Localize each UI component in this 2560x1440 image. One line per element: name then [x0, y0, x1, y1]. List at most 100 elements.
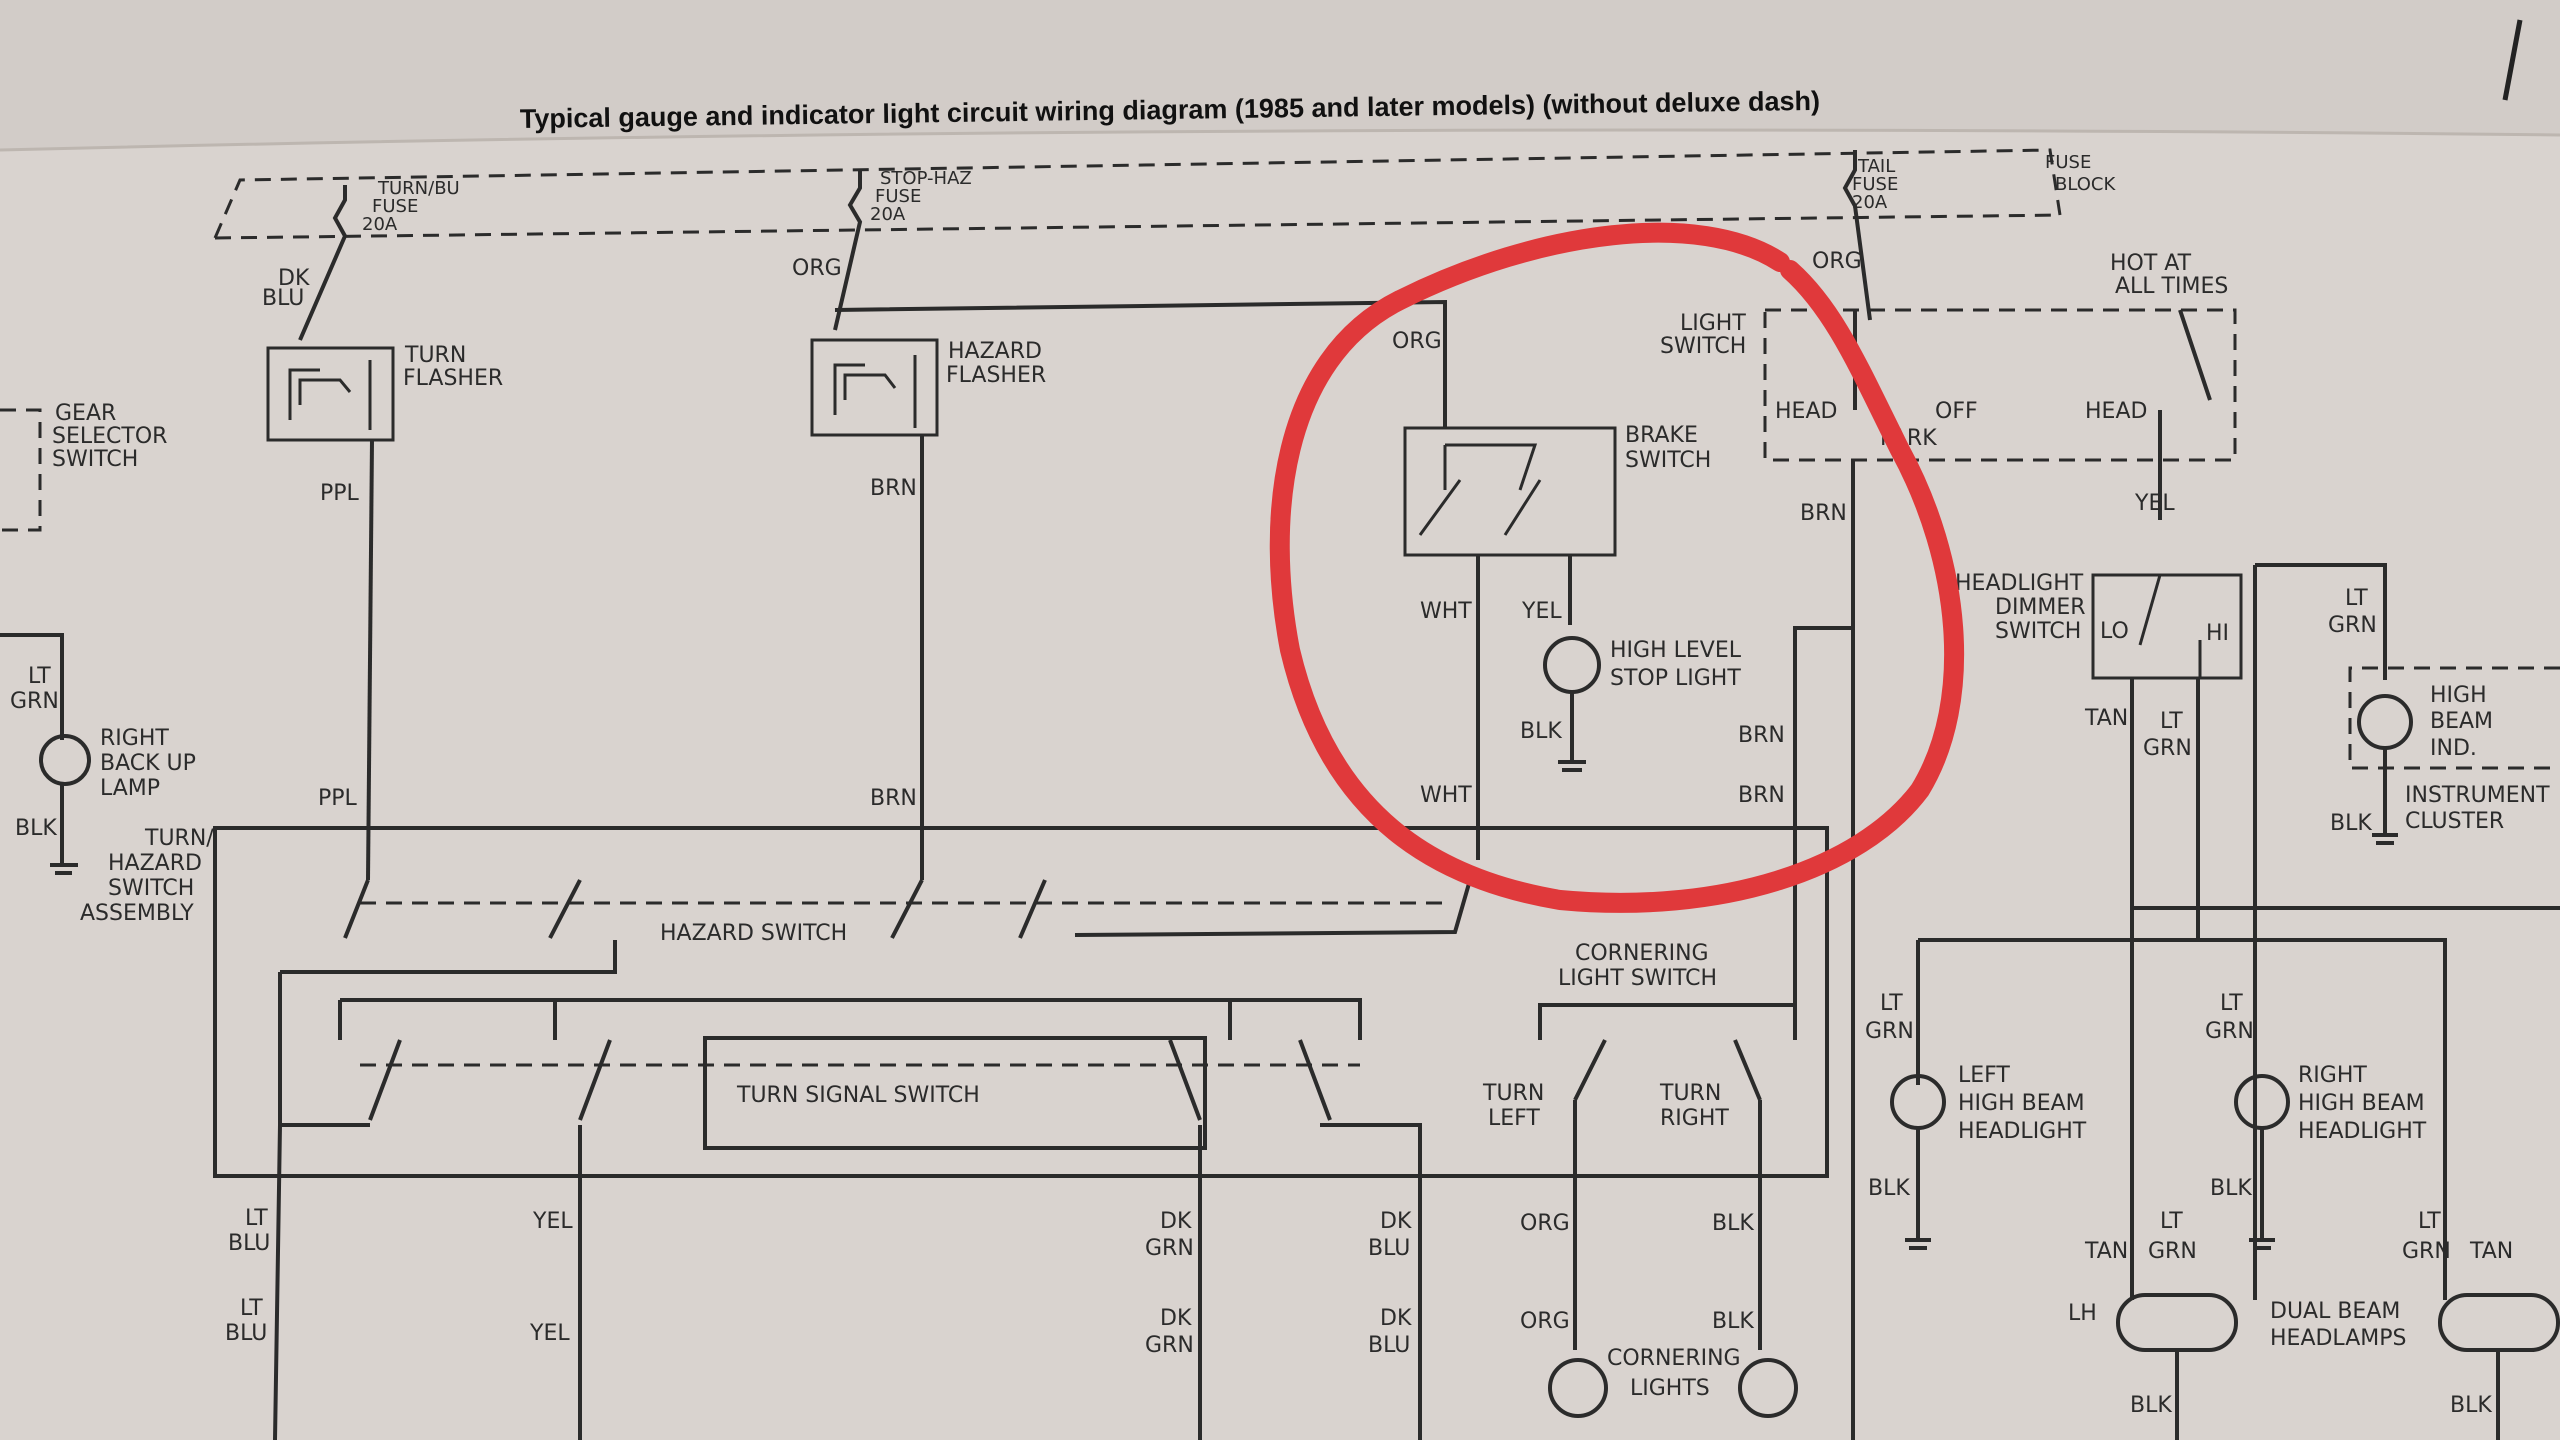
assembly-label-3: SWITCH — [108, 876, 194, 901]
dimmer-label-2: DIMMER — [1995, 595, 2086, 620]
light-off-label: OFF — [1935, 399, 1978, 424]
lt-blu-label-1b: BLU — [228, 1231, 270, 1256]
tail-org-label: ORG — [1812, 249, 1862, 274]
cornering-bus — [1538, 1003, 1797, 1040]
turn-signal-contacts — [368, 1039, 1332, 1121]
dk-blu-label-3a: DK — [1380, 1209, 1412, 1234]
dimmer-switch-box — [2091, 573, 2243, 680]
lh-grn-label: GRN — [2148, 1239, 2197, 1264]
previous-page-edge — [0, 0, 2560, 150]
dimmer-contacts — [2138, 574, 2202, 678]
turn-flasher-label-2: FLASHER — [403, 366, 503, 391]
turn-flasher-box — [266, 346, 395, 442]
right-hb-grn: GRN — [2205, 1019, 2254, 1044]
brn-label-c1: BRN — [1738, 723, 1785, 748]
cornering-lights-label-1: CORNERING — [1607, 1346, 1741, 1371]
hazard-switch-label: HAZARD SWITCH — [660, 921, 847, 946]
turn-signal-outputs — [280, 1123, 1422, 1440]
high-beam-ind-feed — [2255, 563, 2387, 680]
ind-label-3: IND. — [2430, 736, 2477, 761]
gear-selector-label-1: GEAR — [55, 401, 116, 426]
ind-ground — [2372, 748, 2398, 845]
high-beam-buses — [1916, 906, 2560, 1300]
light-head-label-2: HEAD — [2085, 399, 2147, 424]
brake-org-label: ORG — [1392, 329, 1442, 354]
backup-blk-label: BLK — [15, 816, 57, 841]
dimmer-lo-label: LO — [2100, 619, 2129, 644]
light-head-label: HEAD — [1775, 399, 1837, 424]
wht-label-2: WHT — [1420, 783, 1472, 808]
gear-selector-label-3: SWITCH — [52, 447, 138, 472]
light-switch-box — [1763, 308, 2237, 462]
fuse-block-bottom — [214, 213, 2061, 240]
yel-label-1: YEL — [532, 1209, 573, 1234]
right-hb-label-2: HIGH BEAM — [2298, 1091, 2425, 1116]
lh-blk-label: BLK — [2130, 1393, 2172, 1418]
yel-label-2: YEL — [529, 1321, 570, 1346]
dimmer-label-1: HEADLIGHT — [1955, 571, 2084, 596]
brn-label-bottom: BRN — [870, 786, 917, 811]
backup-lamp-label-3: LAMP — [100, 776, 160, 801]
ppl-label-bottom: PPL — [318, 786, 358, 811]
backup-lamp-wire — [0, 633, 64, 740]
light-switch-label-1: LIGHT — [1680, 311, 1746, 336]
tail-fuse-label-2: FUSE — [1852, 174, 1898, 195]
tan-label-1: TAN — [2084, 706, 2128, 731]
backup-grn-label: GRN — [10, 689, 59, 714]
hazard-flasher-symbol — [833, 355, 917, 428]
turn-right-label-1: TURN — [1659, 1081, 1721, 1106]
cluster-label-2: CLUSTER — [2405, 809, 2504, 834]
dual-beam-label-1: DUAL BEAM — [2270, 1299, 2400, 1324]
lt-blu-label-1a: LT — [245, 1206, 268, 1231]
lt-blu-label-2b: BLU — [225, 1321, 267, 1346]
cornering-light-left — [1548, 1358, 1608, 1418]
right-hb-label-1: RIGHT — [2298, 1063, 2367, 1088]
ppl-label-top: PPL — [320, 481, 360, 506]
stop-lamp-ground — [1558, 692, 1586, 772]
turn-bus-wire — [340, 998, 1362, 1040]
right-hb-label-3: HEADLIGHT — [2298, 1119, 2427, 1144]
right-hb-ground — [2249, 1128, 2275, 1250]
hot-label-1: HOT AT — [2110, 251, 2192, 276]
left-hb-grn: GRN — [1865, 1019, 1914, 1044]
stop-fuse-label-2: FUSE — [875, 186, 921, 207]
dimmer-lt-label: LT — [2160, 709, 2183, 734]
backup-lamp-label-1: RIGHT — [100, 726, 169, 751]
left-hb-label-2: HIGH BEAM — [1958, 1091, 2085, 1116]
rh-blk-label: BLK — [2450, 1393, 2492, 1418]
brake-switch-label-2: SWITCH — [1625, 448, 1711, 473]
hazard-switch-contacts — [343, 879, 1047, 939]
dk-grn-label-2a: DK — [1160, 1306, 1192, 1331]
lt-blu-label-2a: LT — [240, 1296, 263, 1321]
left-hb-lt: LT — [1880, 991, 1903, 1016]
turn-signal-inner-box — [703, 1036, 1207, 1150]
page-edge-line — [0, 128, 2560, 152]
corner-org-label-2: ORG — [1520, 1309, 1570, 1334]
corner-blk-label-2: BLK — [1712, 1309, 1754, 1334]
dimmer-output-wires — [2130, 565, 2257, 1300]
headlamp-grounds — [2175, 1350, 2500, 1440]
high-level-label-1: HIGH LEVEL — [1610, 638, 1742, 663]
brake-yel-label: YEL — [1521, 599, 1562, 624]
fuse-block-outline — [213, 148, 2062, 239]
rh-grn-label: GRN — [2402, 1239, 2451, 1264]
yel-dimmer-label: YEL — [2134, 491, 2175, 516]
dk-blu-label-4b: BLU — [1368, 1333, 1410, 1358]
tail-fuse-label-3: 20A — [1852, 192, 1888, 213]
turn-flasher-label-1: TURN — [404, 343, 466, 368]
lh-tan-label: TAN — [2084, 1239, 2128, 1264]
assembly-label-1: TURN/ — [144, 826, 214, 851]
cornering-light-right — [1738, 1358, 1798, 1418]
dk-blu-label-1: DK — [278, 266, 310, 291]
cornering-switch-label-1: CORNERING — [1575, 941, 1709, 966]
backup-lamp-label-2: BACK UP — [100, 751, 196, 776]
hazard-return-wire — [278, 940, 617, 1125]
red-highlight-circle — [1269, 222, 1965, 913]
stop-fuse-label-1: STOP-HAZ — [880, 168, 972, 189]
left-hb-blk: BLK — [1868, 1176, 1910, 1201]
brake-switch-contacts — [1418, 443, 1542, 536]
cluster-label-1: INSTRUMENT — [2405, 783, 2550, 808]
turn-bus-taps — [338, 1000, 1232, 1040]
